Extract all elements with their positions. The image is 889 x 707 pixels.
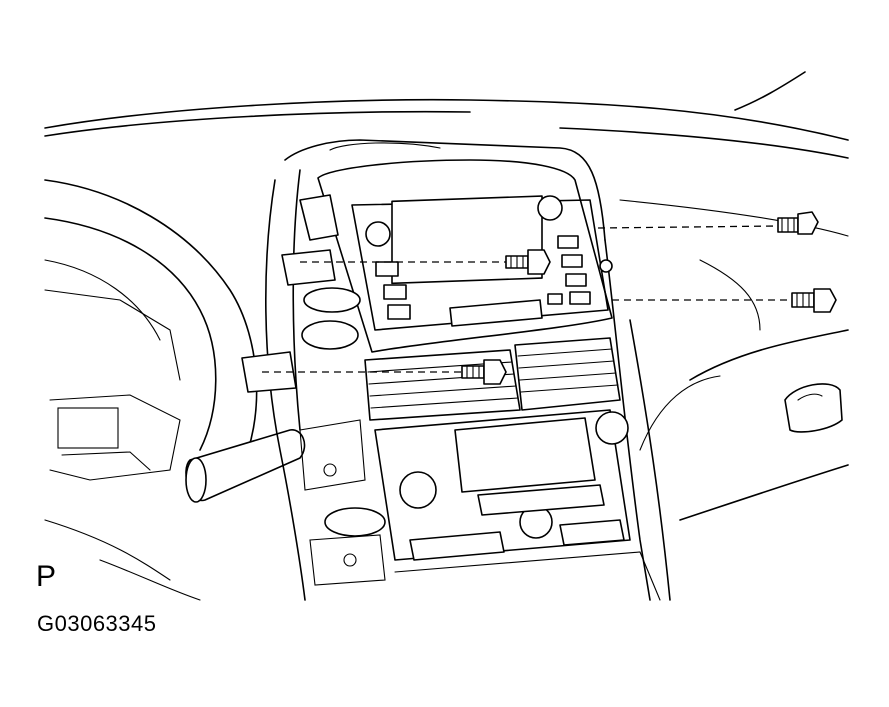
lower-console — [299, 419, 386, 586]
steering-wheel-area — [44, 179, 258, 601]
screw-upper-right — [777, 211, 819, 235]
screw-center — [505, 249, 551, 275]
head-unit — [317, 159, 613, 353]
screw-lower-center — [461, 359, 507, 385]
climate-panel — [374, 409, 661, 601]
screw-middle-right — [791, 288, 837, 313]
glove-box — [639, 259, 849, 521]
column-lever — [185, 429, 386, 537]
dashboard-upper-contour — [44, 71, 849, 237]
screw-guide-lines — [262, 225, 792, 373]
view-letter-label: P — [36, 560, 57, 593]
figure-code-label: G03063345 — [37, 611, 157, 636]
center-cluster-outline — [265, 139, 671, 601]
left-bracket — [241, 194, 361, 393]
